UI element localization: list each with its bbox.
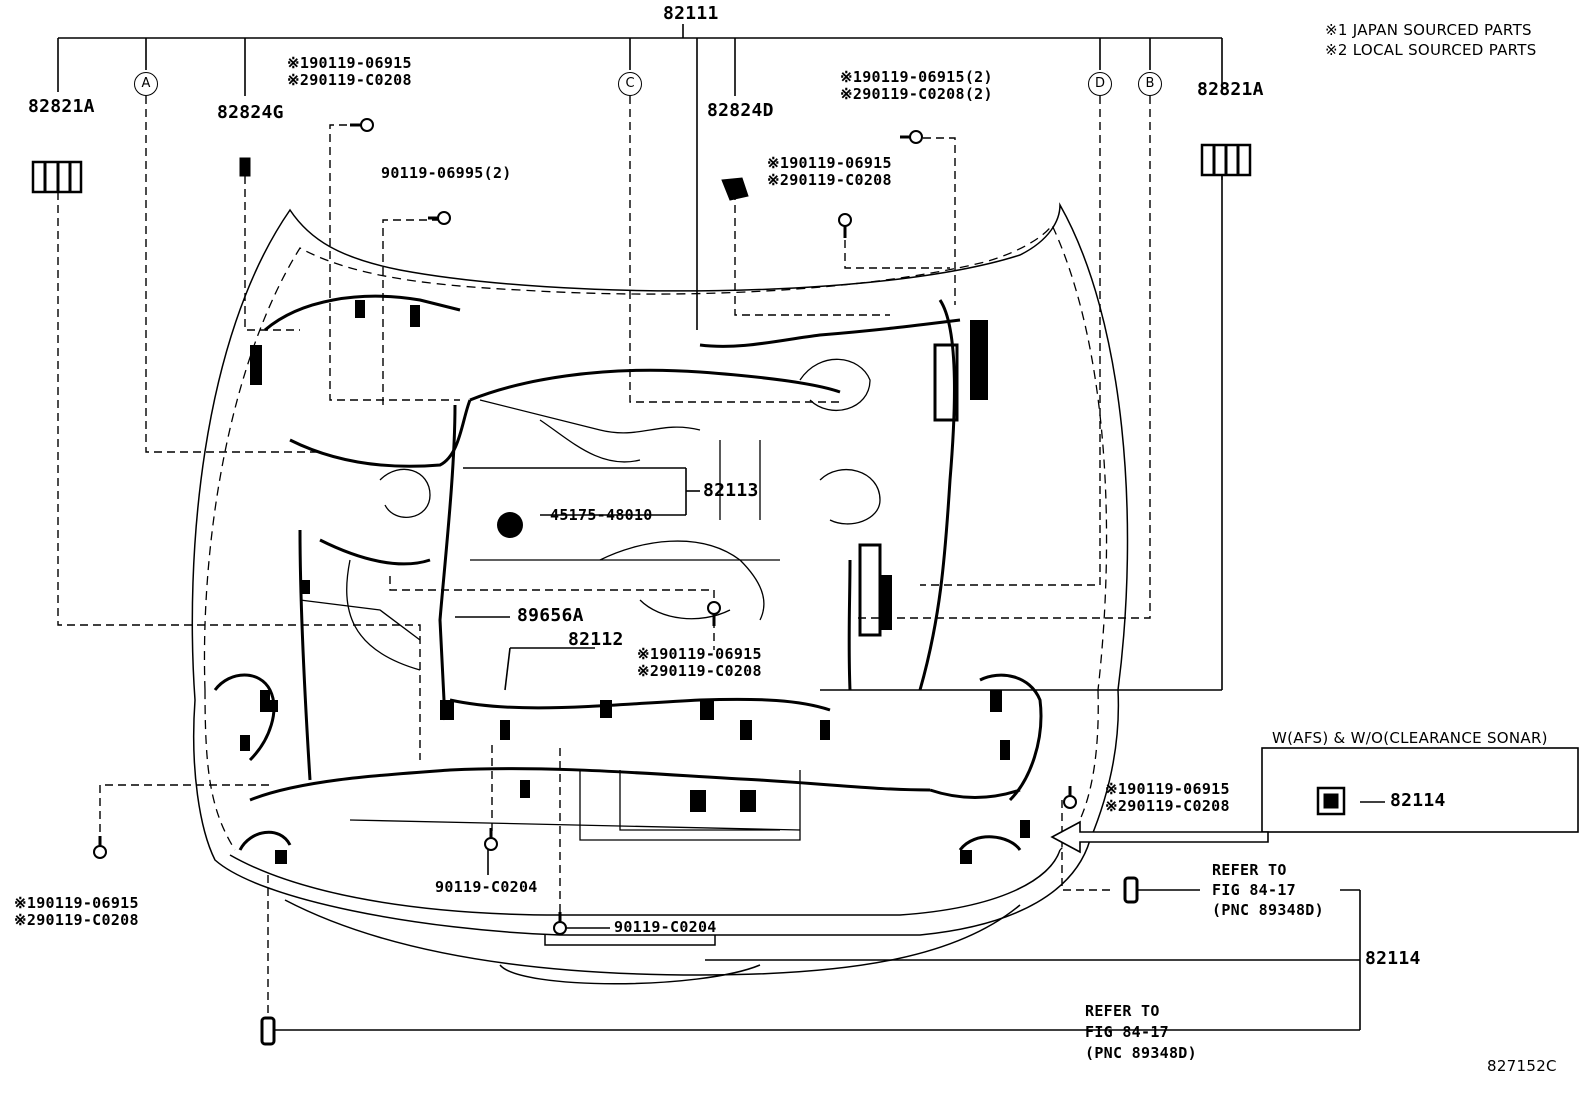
refer-1-line3: (PNC 89348D) xyxy=(1212,901,1324,919)
part-82824g: 82824G xyxy=(217,102,284,123)
bolt-pair-mid-right-l: ※290119-C0208 xyxy=(767,171,892,189)
bolt-pair-right-side-j: ※190119-06915 xyxy=(1105,780,1230,798)
part-82821a-left: 82821A xyxy=(28,96,95,117)
part-82111: 82111 xyxy=(663,3,719,24)
part-82821a-right: 82821A xyxy=(1197,79,1264,100)
bolt-pair-center-l: ※290119-C0208 xyxy=(637,662,762,680)
bolt-shapes xyxy=(93,118,1077,935)
bolt-pair-right-side-l: ※290119-C0208 xyxy=(1105,797,1230,815)
part-90119-c0204-a: 90119-C0204 xyxy=(435,878,538,896)
part-90119-06995: 90119-06995(2) xyxy=(381,164,512,182)
bolt-pair-top-left-l: ※290119-C0208 xyxy=(287,71,412,89)
bolt-pair-top-right-j: ※190119-06915(2) xyxy=(840,68,993,86)
bolt-pair-top-left-j: ※190119-06915 xyxy=(287,54,412,72)
option-box-title: W(AFS) & W/O(CLEARANCE SONAR) xyxy=(1272,729,1548,747)
part-82112: 82112 xyxy=(568,629,624,650)
legend-japan: ※1 JAPAN SOURCED PARTS xyxy=(1325,21,1532,39)
refer-2-line2: FIG 84-17 xyxy=(1085,1023,1169,1041)
part-82114-bottom: 82114 xyxy=(1365,948,1421,969)
bolt-pair-bottom-left-l: ※290119-C0208 xyxy=(14,911,139,929)
part-82114-box: 82114 xyxy=(1390,790,1446,811)
bolt-pair-top-right-l: ※290119-C0208(2) xyxy=(840,85,993,103)
arrow-shape xyxy=(1050,820,1269,854)
clip-82821a-left-shape xyxy=(31,160,83,194)
part-45175-48010: 45175-48010 xyxy=(550,506,653,524)
refer-2-line1: REFER TO xyxy=(1085,1002,1160,1020)
refer-1-line1: REFER TO xyxy=(1212,861,1287,879)
bolt-pair-mid-right-j: ※190119-06915 xyxy=(767,154,892,172)
sensor-dot xyxy=(497,512,523,538)
option-box-frame xyxy=(1261,747,1579,833)
bolt-pair-bottom-left-j: ※190119-06915 xyxy=(14,894,139,912)
circle-label-a: A xyxy=(134,72,158,96)
legend-local: ※2 LOCAL SOURCED PARTS xyxy=(1325,41,1537,59)
circle-label-c: C xyxy=(618,72,642,96)
refer-1-line2: FIG 84-17 xyxy=(1212,881,1296,899)
clip-82821a-right-shape xyxy=(1200,143,1252,177)
part-90119-c0204-b: 90119-C0204 xyxy=(614,918,717,936)
circle-label-b: B xyxy=(1138,72,1162,96)
part-82824d: 82824D xyxy=(707,100,774,121)
part-89656a: 89656A xyxy=(517,605,584,626)
part-82113: 82113 xyxy=(703,480,759,501)
circle-label-d: D xyxy=(1088,72,1112,96)
bolt-pair-center-j: ※190119-06915 xyxy=(637,645,762,663)
figure-code: 827152C xyxy=(1487,1057,1557,1075)
hood-outline xyxy=(191,202,1129,701)
refer-2-line3: (PNC 89348D) xyxy=(1085,1044,1197,1062)
